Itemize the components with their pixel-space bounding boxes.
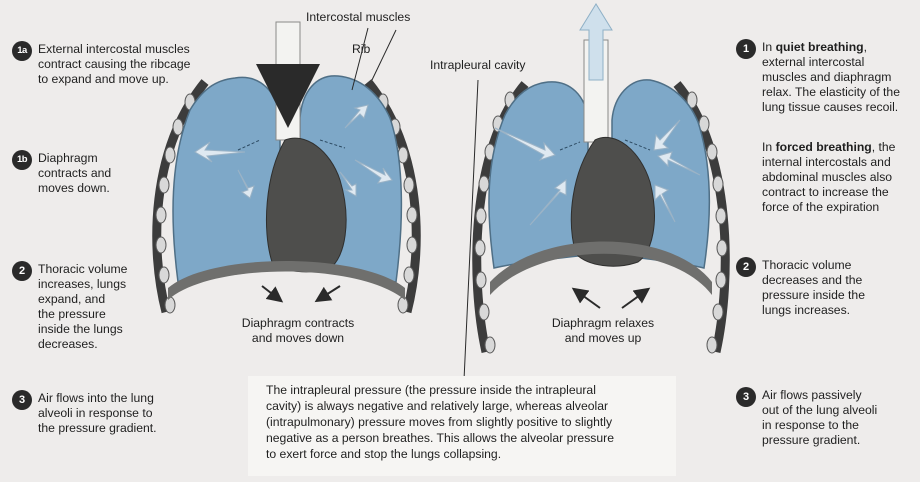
step-line: external intercostal: [762, 55, 864, 69]
step-text: External intercostal muscles contract ca…: [38, 42, 190, 87]
step-line: contracts and: [38, 166, 111, 180]
step-line: Air flows into the lung: [38, 391, 154, 405]
step-line: Air flows passively: [762, 388, 862, 402]
step-line: expand, and: [38, 292, 105, 306]
forced-breathing-text: In forced breathing, the internal interc…: [762, 140, 895, 215]
label-diaphragm-contracts-line: and moves down: [252, 331, 344, 345]
label-intercostal-muscles: Intercostal muscles: [306, 10, 410, 25]
step-line: inside the lungs: [38, 322, 123, 336]
label-diaphragm-relaxes-line: and moves up: [565, 331, 642, 345]
step-text: Air flows passively out of the lung alve…: [762, 388, 877, 448]
label-intrapleural-cavity: Intrapleural cavity: [430, 58, 526, 73]
step-line: lung tissue causes recoil.: [762, 100, 898, 114]
step-badge: 2: [736, 257, 756, 277]
step-badge: 1a: [12, 41, 32, 61]
quiet-post: ,: [864, 40, 867, 54]
quiet-breathing-term: quiet breathing: [776, 40, 864, 54]
inspiration-step-1b: 1b Diaphragm contracts and moves down.: [12, 151, 111, 196]
note-line: negative as a person breathes. This allo…: [266, 431, 614, 445]
label-rib: Rib: [352, 42, 370, 57]
step-line: increases, lungs: [38, 277, 126, 291]
expiration-step-1: 1 In quiet breathing, external intercost…: [736, 40, 900, 115]
note-line: The intrapleural pressure (the pressure …: [266, 383, 596, 397]
forced-breathing-term: forced breathing: [776, 140, 872, 154]
inspiration-step-3: 3 Air flows into the lung alveoli in res…: [12, 391, 157, 436]
label-diaphragm-relaxes: Diaphragm relaxes and moves up: [538, 316, 668, 346]
step-line: muscles and diaphragm: [762, 70, 891, 84]
forced-post: , the: [872, 140, 896, 154]
step-badge: 1: [736, 39, 756, 59]
label-diaphragm-contracts: Diaphragm contracts and moves down: [228, 316, 368, 346]
step-badge: 3: [736, 387, 756, 407]
step-text: Diaphragm contracts and moves down.: [38, 151, 111, 196]
inspiration-step-1a: 1a External intercostal muscles contract…: [12, 42, 190, 87]
step-text: In quiet breathing, external intercostal…: [762, 40, 900, 115]
step-text: Thoracic volume increases, lungs expand,…: [38, 262, 127, 352]
inspiration-illustration: [156, 22, 417, 313]
step-line: Thoracic volume: [762, 258, 851, 272]
step-line: the pressure: [38, 307, 106, 321]
step-line: pressure inside the: [762, 288, 865, 302]
step-line: decreases.: [38, 337, 98, 351]
step-line: moves down.: [38, 181, 110, 195]
step-line: Thoracic volume: [38, 262, 127, 276]
inspiration-step-2: 2 Thoracic volume increases, lungs expan…: [12, 262, 127, 352]
note-line: to exert force and stop the lungs collap…: [266, 447, 501, 461]
expiration-step-2: 2 Thoracic volume decreases and the pres…: [736, 258, 865, 318]
step-badge: 3: [12, 390, 32, 410]
step-line: force of the expiration: [762, 200, 879, 214]
step-line: out of the lung alveoli: [762, 403, 877, 417]
step-line: abdominal muscles also: [762, 170, 892, 184]
label-diaphragm-relaxes-line: Diaphragm relaxes: [552, 316, 654, 330]
step-line: contract to increase the: [762, 185, 889, 199]
intrapleural-note: The intrapleural pressure (the pressure …: [266, 382, 666, 462]
quiet-breathing-text: In quiet breathing, external intercostal…: [762, 40, 900, 114]
step-line: lungs increases.: [762, 303, 850, 317]
label-diaphragm-contracts-line: Diaphragm contracts: [242, 316, 354, 330]
step-badge: 1b: [12, 150, 32, 170]
quiet-pre: In: [762, 40, 776, 54]
step-text: Thoracic volume decreases and the pressu…: [762, 258, 865, 318]
step-text: Air flows into the lung alveoli in respo…: [38, 391, 157, 436]
step-line: internal intercostals and: [762, 155, 891, 169]
step-line: to expand and move up.: [38, 72, 169, 86]
note-line: cavity) is always negative and relativel…: [266, 399, 608, 413]
step-badge: 2: [12, 261, 32, 281]
step-line: Diaphragm: [38, 151, 98, 165]
step-line: alveoli in response to: [38, 406, 153, 420]
step-line: External intercostal muscles: [38, 42, 190, 56]
step-line: decreases and the: [762, 273, 862, 287]
step-line: the pressure gradient.: [38, 421, 157, 435]
step-line: contract causing the ribcage: [38, 57, 190, 71]
step-line: in response to the: [762, 418, 859, 432]
step-line: relax. The elasticity of the: [762, 85, 900, 99]
step-line: pressure gradient.: [762, 433, 860, 447]
expiration-step-3: 3 Air flows passively out of the lung al…: [736, 388, 877, 448]
forced-pre: In: [762, 140, 776, 154]
note-line: (intrapulmonary) pressure moves from sli…: [266, 415, 612, 429]
